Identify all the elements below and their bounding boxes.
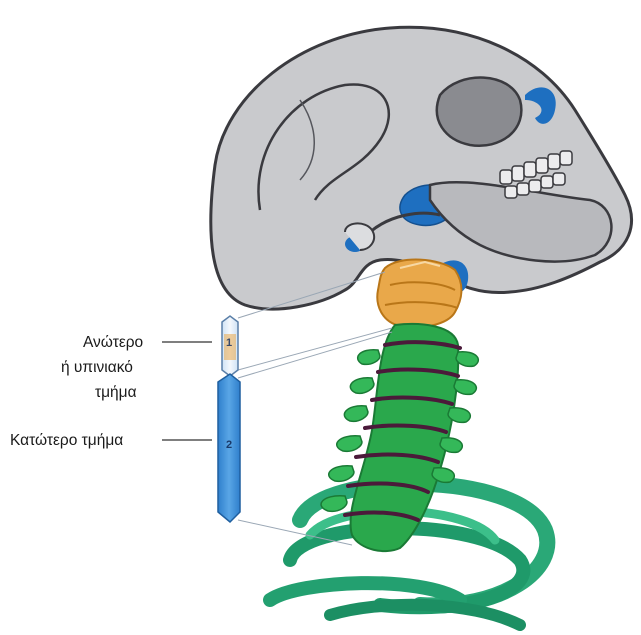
segment-number-1: 1 [226,337,232,349]
label-upper-line-1: Ανώτερο [83,333,143,352]
label-upper-line-2: ή υπινιακό [61,358,133,377]
label-lower-segment: Κατώτερο τμήμα [10,431,123,450]
label-upper-line-3: τμήμα [95,383,137,402]
segment-number-2: 2 [226,439,232,451]
leader-lines [162,342,212,440]
upper-cervical-segment [377,260,461,328]
